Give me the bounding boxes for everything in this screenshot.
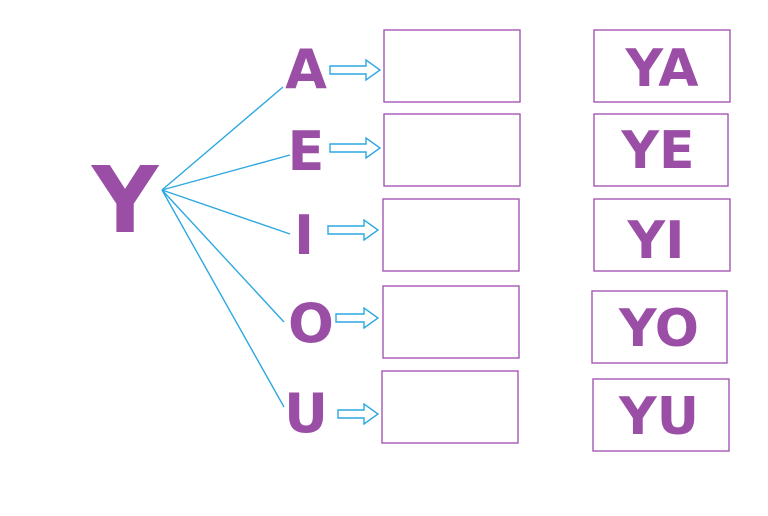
vowel-e: E [288, 120, 325, 183]
row-o: O YO [288, 285, 728, 364]
vowel-a: A [285, 38, 327, 101]
syllable-box-yo [591, 290, 728, 364]
answer-box-o[interactable] [382, 285, 520, 359]
row-u: U YU [284, 370, 730, 452]
connector-line-e [161, 154, 291, 191]
right-arrow-icon [327, 218, 380, 242]
right-arrow-icon [335, 306, 380, 330]
syllable-yu: YU [618, 387, 699, 447]
answer-box-e[interactable] [383, 113, 521, 187]
connector-lines [161, 86, 291, 408]
vowel-u: U [284, 382, 328, 445]
syllable-box-ye [593, 113, 729, 187]
right-arrow-icon [337, 402, 380, 426]
syllable-yi: YI [626, 211, 684, 271]
answer-box-i[interactable] [382, 198, 520, 272]
syllable-box-yi [593, 198, 731, 272]
row-i: I YI [294, 198, 731, 272]
answer-box-a[interactable] [383, 29, 521, 103]
root-letter: Y [91, 147, 160, 254]
syllable-yo: YO [618, 299, 699, 359]
right-arrow-icon [329, 136, 382, 160]
syllable-ya: YA [625, 39, 699, 99]
right-arrow-icon [329, 58, 382, 82]
syllable-box-yu [592, 378, 730, 452]
connector-line-u [161, 189, 285, 408]
connector-line-i [161, 189, 291, 235]
row-e: E YE [288, 113, 729, 187]
vowel-o: O [288, 292, 334, 355]
answer-box-u[interactable] [381, 370, 519, 444]
connector-line-o [161, 189, 285, 323]
syllable-box-ya [593, 29, 731, 103]
row-a: A YA [285, 29, 731, 103]
vowel-i: I [294, 204, 314, 267]
syllable-ye: YE [620, 121, 694, 181]
connector-line-a [161, 86, 284, 191]
